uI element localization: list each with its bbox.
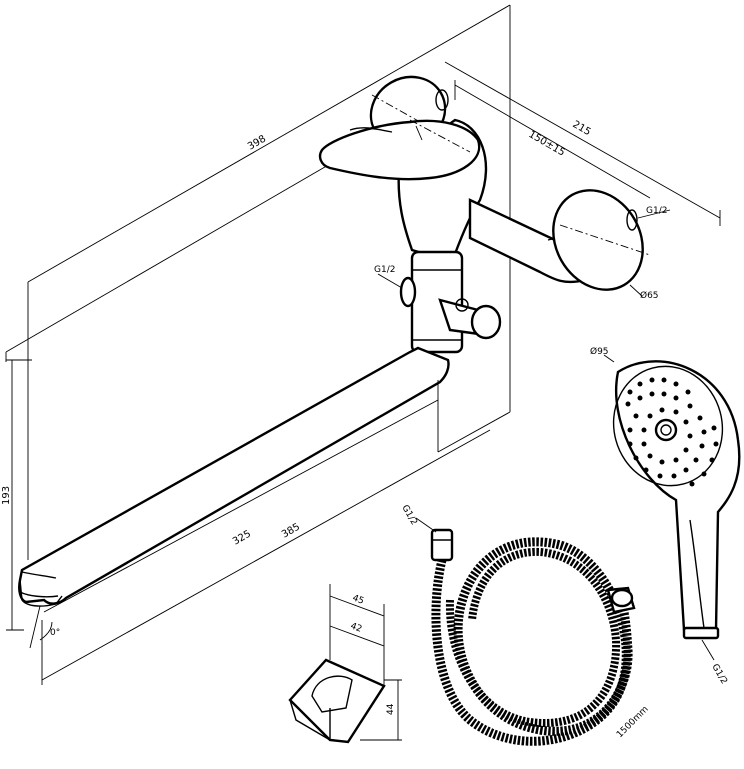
label-shower-thread: G1/2 (709, 663, 728, 687)
label-eccentric-spacing: 150±15 (527, 129, 567, 159)
label-height: 193 (1, 486, 12, 505)
label-holder-width-outer: 45 (351, 593, 365, 606)
label-shower-diameter: Ø95 (590, 346, 609, 357)
spout (18, 346, 450, 607)
right-flange: G1/2 Ø65 (552, 189, 671, 301)
label-flange-diameter: Ø65 (640, 290, 659, 301)
spray-nozzles (625, 377, 719, 487)
diverter-block: G1/2 (374, 250, 502, 354)
label-spout-inner: 325 (231, 529, 253, 548)
label-spout-outer: 385 (280, 522, 302, 541)
shower-hose: G1/2 1500mm (399, 504, 651, 746)
label-hose-length: 1500mm (615, 704, 651, 740)
label-holder-width-inner: 42 (349, 621, 363, 634)
dimension-total-length: 398 (5, 134, 381, 362)
wall-holder: 45 42 44 (288, 584, 402, 744)
label-holder-height: 44 (386, 703, 396, 715)
label-thread-left: G1/2 (374, 265, 395, 275)
label-thread-right: G1/2 (646, 206, 667, 216)
hand-shower: Ø95 G1/2 (590, 346, 741, 687)
dimension-height: 193 (1, 359, 32, 631)
label-total-length: 398 (246, 134, 268, 153)
label-spout-angle: 0° (50, 628, 60, 638)
dimension-spout: 325 385 0° (29, 380, 491, 685)
wall-plane (27, 4, 511, 560)
lever-handle (318, 119, 481, 181)
label-hose-thread: G1/2 (399, 504, 418, 528)
